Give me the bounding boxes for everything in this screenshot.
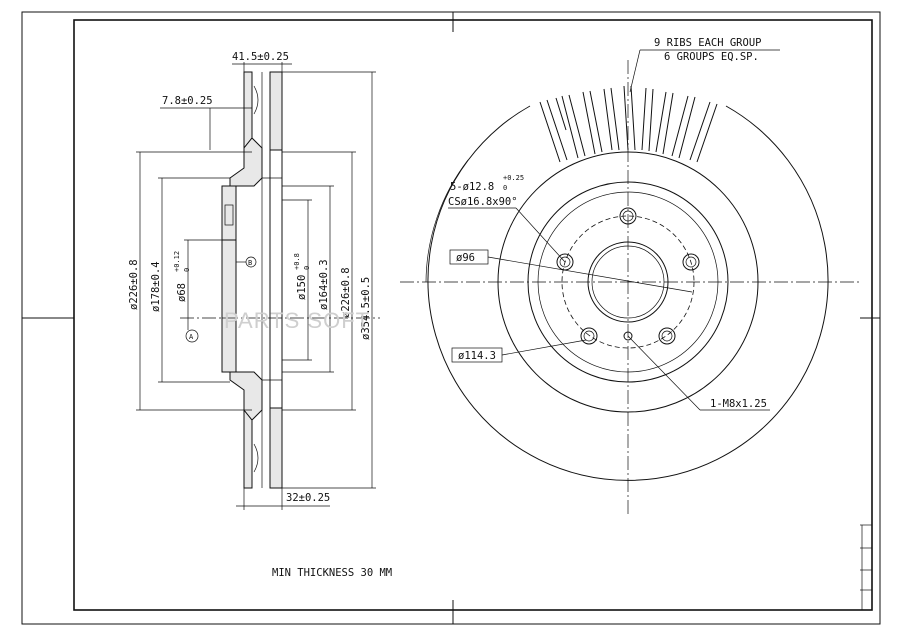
- note-min-thickness: MIN THICKNESS 30 MM: [272, 567, 392, 579]
- frame-ticks-right: [860, 524, 872, 610]
- note-holes: 5-ø12.8: [450, 181, 494, 193]
- note-holes-tol-lo: 0: [503, 184, 507, 192]
- dim-dia-226-left: ø226±0.8: [128, 259, 140, 310]
- dim-dia-354: ø354.5±0.5: [360, 277, 372, 340]
- dim-dia-pcd: ø114.3: [458, 350, 496, 362]
- dim-plate-thickness: 7.8±0.25: [162, 95, 213, 107]
- dim-hat-depth: 32±0.25: [286, 492, 330, 504]
- watermark-text: PARTS SOFT: [224, 308, 370, 333]
- drawing-frame: [21, 11, 881, 625]
- side-section-view: 41.5±0.25 7.8±0.25 32±0.25 ø226±0.8 ø178…: [128, 51, 380, 510]
- datum-a-label: A: [189, 333, 194, 341]
- dim-dia-226-right: ø226±0.8: [340, 267, 352, 318]
- note-holes-tol-hi: +0.25: [503, 174, 524, 182]
- dim-dia-68-tol-hi: +0.12: [173, 251, 181, 272]
- datum-b-label: B: [248, 259, 252, 267]
- dim-dia-150: ø150: [296, 275, 308, 300]
- dim-dia-164: ø164±0.3: [318, 259, 330, 310]
- dim-overall-thickness: 41.5±0.25: [232, 51, 289, 63]
- dim-dia-68-tol-lo: 0: [183, 268, 191, 272]
- dim-dia-150-tol-hi: +0.8: [293, 253, 301, 270]
- dim-dia-68: ø68: [176, 283, 188, 302]
- note-countersink: CSø16.8x90°: [448, 196, 518, 208]
- note-ribs-line1: 9 RIBS EACH GROUP: [654, 37, 761, 49]
- dim-dia-178: ø178±0.4: [150, 261, 162, 312]
- note-thread: 1-M8x1.25: [710, 398, 767, 410]
- dim-dia-150-tol-lo: 0: [303, 266, 311, 270]
- front-view: 9 RIBS EACH GROUP 6 GROUPS EQ.SP. 5-ø12.…: [400, 37, 860, 516]
- dim-dia-96: ø96: [456, 252, 475, 264]
- bolt-holes: [556, 207, 700, 345]
- cooling-ribs: [539, 85, 718, 163]
- note-ribs-line2: 6 GROUPS EQ.SP.: [664, 51, 759, 63]
